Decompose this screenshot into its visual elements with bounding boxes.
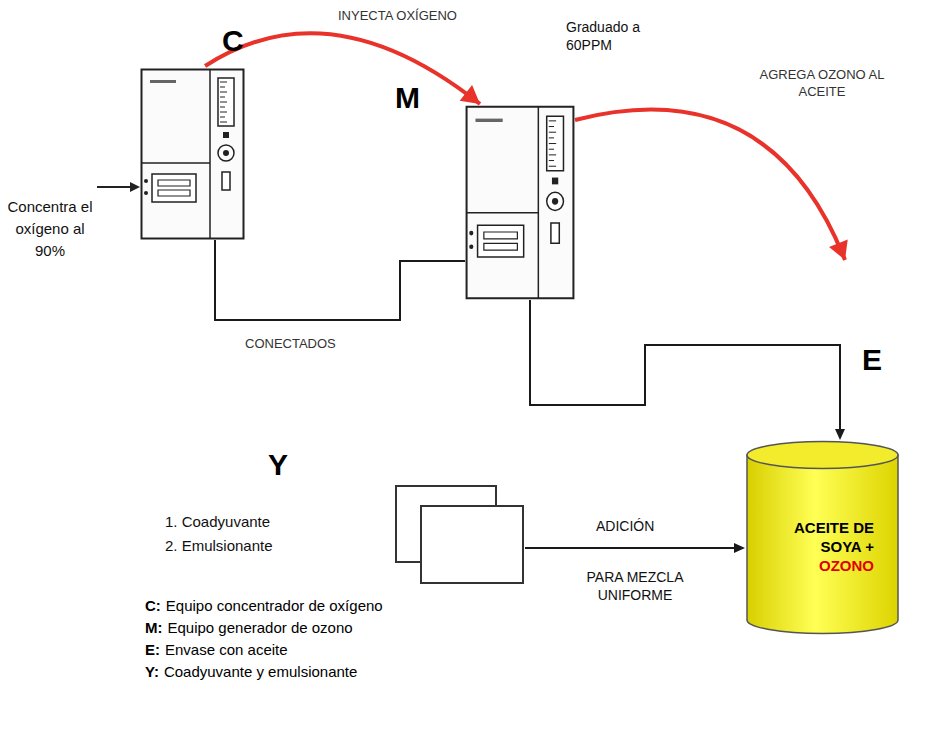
setting-note: Graduado a 60PPM xyxy=(566,18,648,54)
device-dot xyxy=(469,231,473,236)
list-item: 2. Emulsionante xyxy=(165,537,273,554)
oxygen-concentrator: C xyxy=(140,68,245,240)
connector-label: ADICIÓN xyxy=(596,518,654,534)
device-knob xyxy=(547,192,564,210)
oil-container: EACEITE DE SOYA +OZONO xyxy=(745,440,900,635)
device-divider xyxy=(467,212,539,214)
legend-key: C: xyxy=(145,597,161,614)
legend-text: Equipo generador de ozono xyxy=(168,619,353,636)
device-divider xyxy=(142,162,211,164)
container-content: ACEITE DE SOYA + xyxy=(778,518,874,556)
legend-key: Y: xyxy=(145,663,159,680)
gauge-ticks xyxy=(549,121,556,166)
arrow-head-end xyxy=(835,429,845,440)
connector-line xyxy=(530,300,840,429)
device-body xyxy=(142,70,244,239)
device-illustration xyxy=(465,105,575,300)
device-knob xyxy=(552,198,558,205)
device-switch xyxy=(222,172,230,190)
list-item: 1. Coadyuvante xyxy=(165,513,270,530)
connector xyxy=(530,300,845,440)
connector xyxy=(205,33,480,104)
arrow-head-end xyxy=(734,543,745,553)
device-led xyxy=(223,132,229,138)
device-divider xyxy=(209,70,211,239)
device-panel xyxy=(152,174,196,202)
device-divider xyxy=(538,107,540,299)
sheet xyxy=(421,506,523,583)
device-dot xyxy=(469,244,473,249)
device-slot xyxy=(484,243,518,250)
part-letter: C xyxy=(222,26,244,56)
device-gauge xyxy=(547,116,564,170)
legend-text: Coadyuvante y emulsionante xyxy=(164,663,357,680)
gauge-ticks xyxy=(220,82,227,122)
device-switch xyxy=(551,223,559,243)
connector-line xyxy=(215,240,465,320)
arrow-note: PARA MEZCLA UNIFORME xyxy=(576,568,694,604)
device-slot xyxy=(158,190,190,196)
device-knob xyxy=(218,145,234,161)
device-slot xyxy=(158,180,190,186)
device-gauge xyxy=(218,78,234,126)
cylinder-top xyxy=(747,442,898,469)
cylinder-illustration xyxy=(745,440,900,635)
legend-text: Equipo concentrador de oxígeno xyxy=(166,597,383,614)
arrow-head xyxy=(130,182,140,192)
arrow-head-end xyxy=(460,85,480,104)
arrow-head-end xyxy=(829,240,848,260)
device-knob xyxy=(223,150,229,156)
device-dot xyxy=(144,179,148,183)
legend-key: M: xyxy=(145,619,163,636)
device-logo xyxy=(475,119,502,122)
device-body xyxy=(467,107,574,299)
input-note: Concentra el oxígeno al 90% xyxy=(0,196,100,262)
connector-label: AGREGA OZONO AL ACEITE xyxy=(742,66,902,100)
connector-curve xyxy=(575,110,845,260)
additives-sheets: Y1. Coadyuvante2. Emulsionante xyxy=(395,485,525,585)
connector-curve xyxy=(205,33,480,104)
connector-line xyxy=(525,547,734,549)
connector-label: CONECTADOS xyxy=(245,336,336,351)
part-letter: E xyxy=(862,345,882,375)
sheets-illustration xyxy=(395,485,525,585)
device-panel xyxy=(478,225,524,257)
connector-label: INYECTA OXÍGENO xyxy=(338,8,457,23)
device-logo xyxy=(150,80,176,83)
container-content: OZONO xyxy=(778,556,874,575)
input-line xyxy=(97,186,131,188)
connector xyxy=(525,543,745,553)
part-letter: M xyxy=(395,83,420,113)
legend-key: E: xyxy=(145,641,160,658)
part-letter: Y xyxy=(268,450,288,480)
connector xyxy=(215,240,465,320)
legend-text: Envase con aceite xyxy=(165,641,288,658)
device-illustration xyxy=(140,68,245,240)
ozone-generator: M xyxy=(465,105,575,300)
cylinder-body xyxy=(747,455,898,633)
device-dot xyxy=(144,191,148,195)
device-led xyxy=(552,178,558,185)
device-slot xyxy=(484,232,518,239)
connector xyxy=(575,110,848,260)
